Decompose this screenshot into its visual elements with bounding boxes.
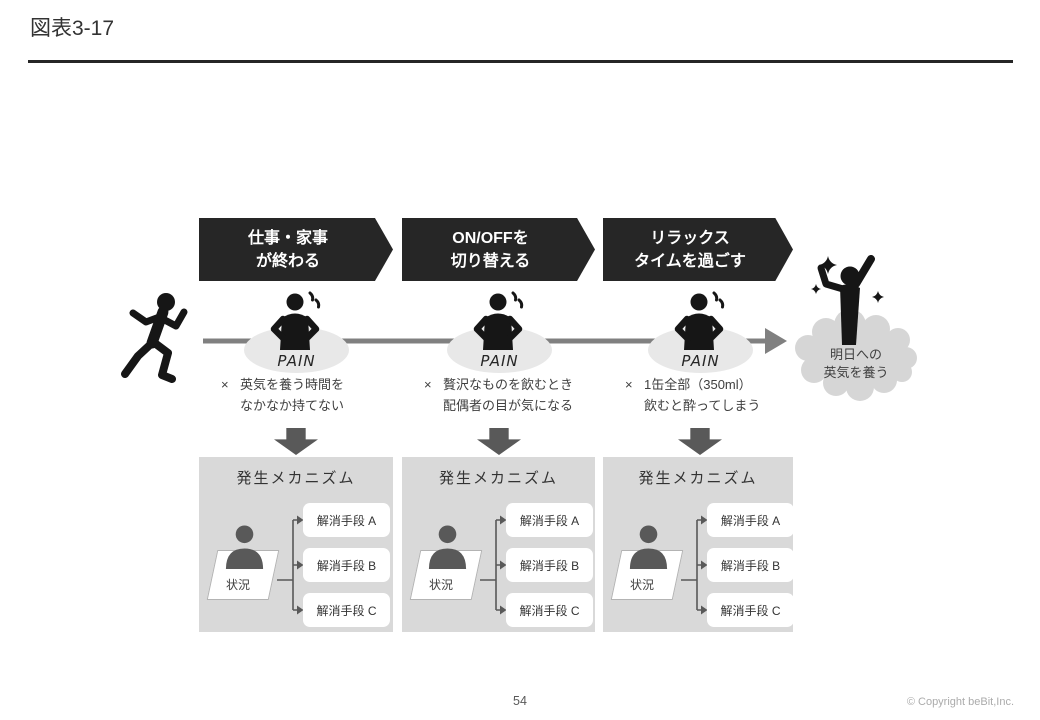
pain-text-line1: 1缶全部（350ml） bbox=[644, 377, 752, 392]
solution-box-c: 解消手段 C bbox=[707, 593, 794, 627]
x-mark: × bbox=[221, 377, 229, 392]
mechanism-title: 発生メカニズム bbox=[236, 470, 356, 487]
pain-text-line2: なかなか持てない bbox=[240, 398, 345, 413]
solution-box-a: 解消手段 A bbox=[707, 503, 794, 537]
x-mark: × bbox=[424, 377, 432, 392]
person-bust-icon bbox=[428, 525, 467, 569]
page-title: 図表3-17 bbox=[30, 17, 115, 40]
pain-note-2: × 贅沢なものを飲むとき 配偶者の目が気になる bbox=[424, 374, 573, 416]
running-person-icon bbox=[121, 293, 188, 383]
stage-label-line1: ON/OFFを bbox=[452, 229, 529, 247]
solution-box-b: 解消手段 B bbox=[707, 548, 794, 582]
mechanism-title: 発生メカニズム bbox=[438, 470, 558, 487]
celebrating-person-icon bbox=[811, 255, 884, 345]
stage-label-line1: 仕事・家事 bbox=[247, 229, 328, 247]
solution-box-c: 解消手段 C bbox=[506, 593, 593, 627]
down-arrow-icon bbox=[678, 428, 722, 455]
mechanism-title: 発生メカニズム bbox=[638, 470, 758, 487]
stage-label-line2: タイムを過ごす bbox=[634, 252, 746, 270]
stage-chevron-1: 仕事・家事 が終わる bbox=[199, 218, 393, 281]
title-rule bbox=[28, 60, 1013, 63]
branch-connector bbox=[277, 515, 304, 615]
frustrated-person-icon bbox=[270, 291, 321, 350]
frustrated-person-icon bbox=[674, 291, 725, 350]
mechanism-box-3: 発生メカニズム 状況 解消手段 A 解消手段 B 解消手段 C bbox=[603, 457, 794, 632]
goal-line2: 英気を養う bbox=[823, 365, 889, 380]
situation-label: 状況 bbox=[225, 578, 250, 592]
stage-label-line1: リラックス bbox=[650, 229, 730, 247]
branch-connector bbox=[480, 515, 507, 615]
page-number: 54 bbox=[513, 694, 527, 708]
branch-connector bbox=[681, 515, 708, 615]
mechanism-box-1: 発生メカニズム 状況 解消手段 A 解消手段 B 解消手段 C bbox=[199, 457, 393, 632]
stage-label-line2: が終わる bbox=[255, 252, 320, 270]
pain-label: PAIN bbox=[681, 352, 720, 370]
journey-column-3: リラックス タイムを過ごす PAIN × 1缶全部（350ml） 飲むと酔ってしま… bbox=[603, 218, 794, 632]
person-bust-icon bbox=[629, 525, 668, 569]
situation-label: 状況 bbox=[629, 578, 654, 592]
person-bust-icon bbox=[225, 525, 264, 569]
goal-line1: 明日への bbox=[829, 347, 882, 362]
pain-text-line1: 英気を養う時間を bbox=[240, 377, 345, 392]
x-mark: × bbox=[625, 377, 633, 392]
copyright: © Copyright beBit,Inc. bbox=[906, 696, 1014, 708]
goal-text: 明日への 英気を養う bbox=[792, 346, 920, 382]
pain-note-1: × 英気を養う時間を なかなか持てない bbox=[221, 374, 344, 416]
pain-note-3: × 1缶全部（350ml） 飲むと酔ってしまう bbox=[625, 374, 760, 416]
pain-text-line1: 贅沢なものを飲むとき bbox=[443, 377, 574, 392]
stage-label-line2: 切り替える bbox=[450, 252, 531, 270]
solution-box-a: 解消手段 A bbox=[506, 503, 593, 537]
solution-box-c: 解消手段 C bbox=[303, 593, 390, 627]
solution-box-b: 解消手段 B bbox=[303, 548, 390, 582]
journey-column-1: 仕事・家事 が終わる PAIN × 英気を養う時間を なかなか持てない 発生メカニ… bbox=[199, 218, 393, 632]
down-arrow-icon bbox=[274, 428, 318, 455]
stage-chevron-2: ON/OFFを 切り替える bbox=[402, 218, 595, 281]
frustrated-person-icon bbox=[473, 291, 524, 350]
stage-chevron-3: リラックス タイムを過ごす bbox=[603, 218, 793, 281]
pain-label: PAIN bbox=[277, 352, 316, 370]
pain-text-line2: 配偶者の目が気になる bbox=[443, 398, 574, 413]
solution-box-b: 解消手段 B bbox=[506, 548, 593, 582]
mechanism-box-2: 発生メカニズム 状況 解消手段 A 解消手段 B 解消手段 C bbox=[402, 457, 595, 632]
pain-text-line2: 飲むと酔ってしまう bbox=[644, 398, 761, 413]
situation-label: 状況 bbox=[428, 578, 453, 592]
solution-box-a: 解消手段 A bbox=[303, 503, 390, 537]
pain-label: PAIN bbox=[480, 352, 519, 370]
down-arrow-icon bbox=[477, 428, 521, 455]
journey-column-2: ON/OFFを 切り替える PAIN × 贅沢なものを飲むとき 配偶者の目が気にな… bbox=[402, 218, 595, 632]
